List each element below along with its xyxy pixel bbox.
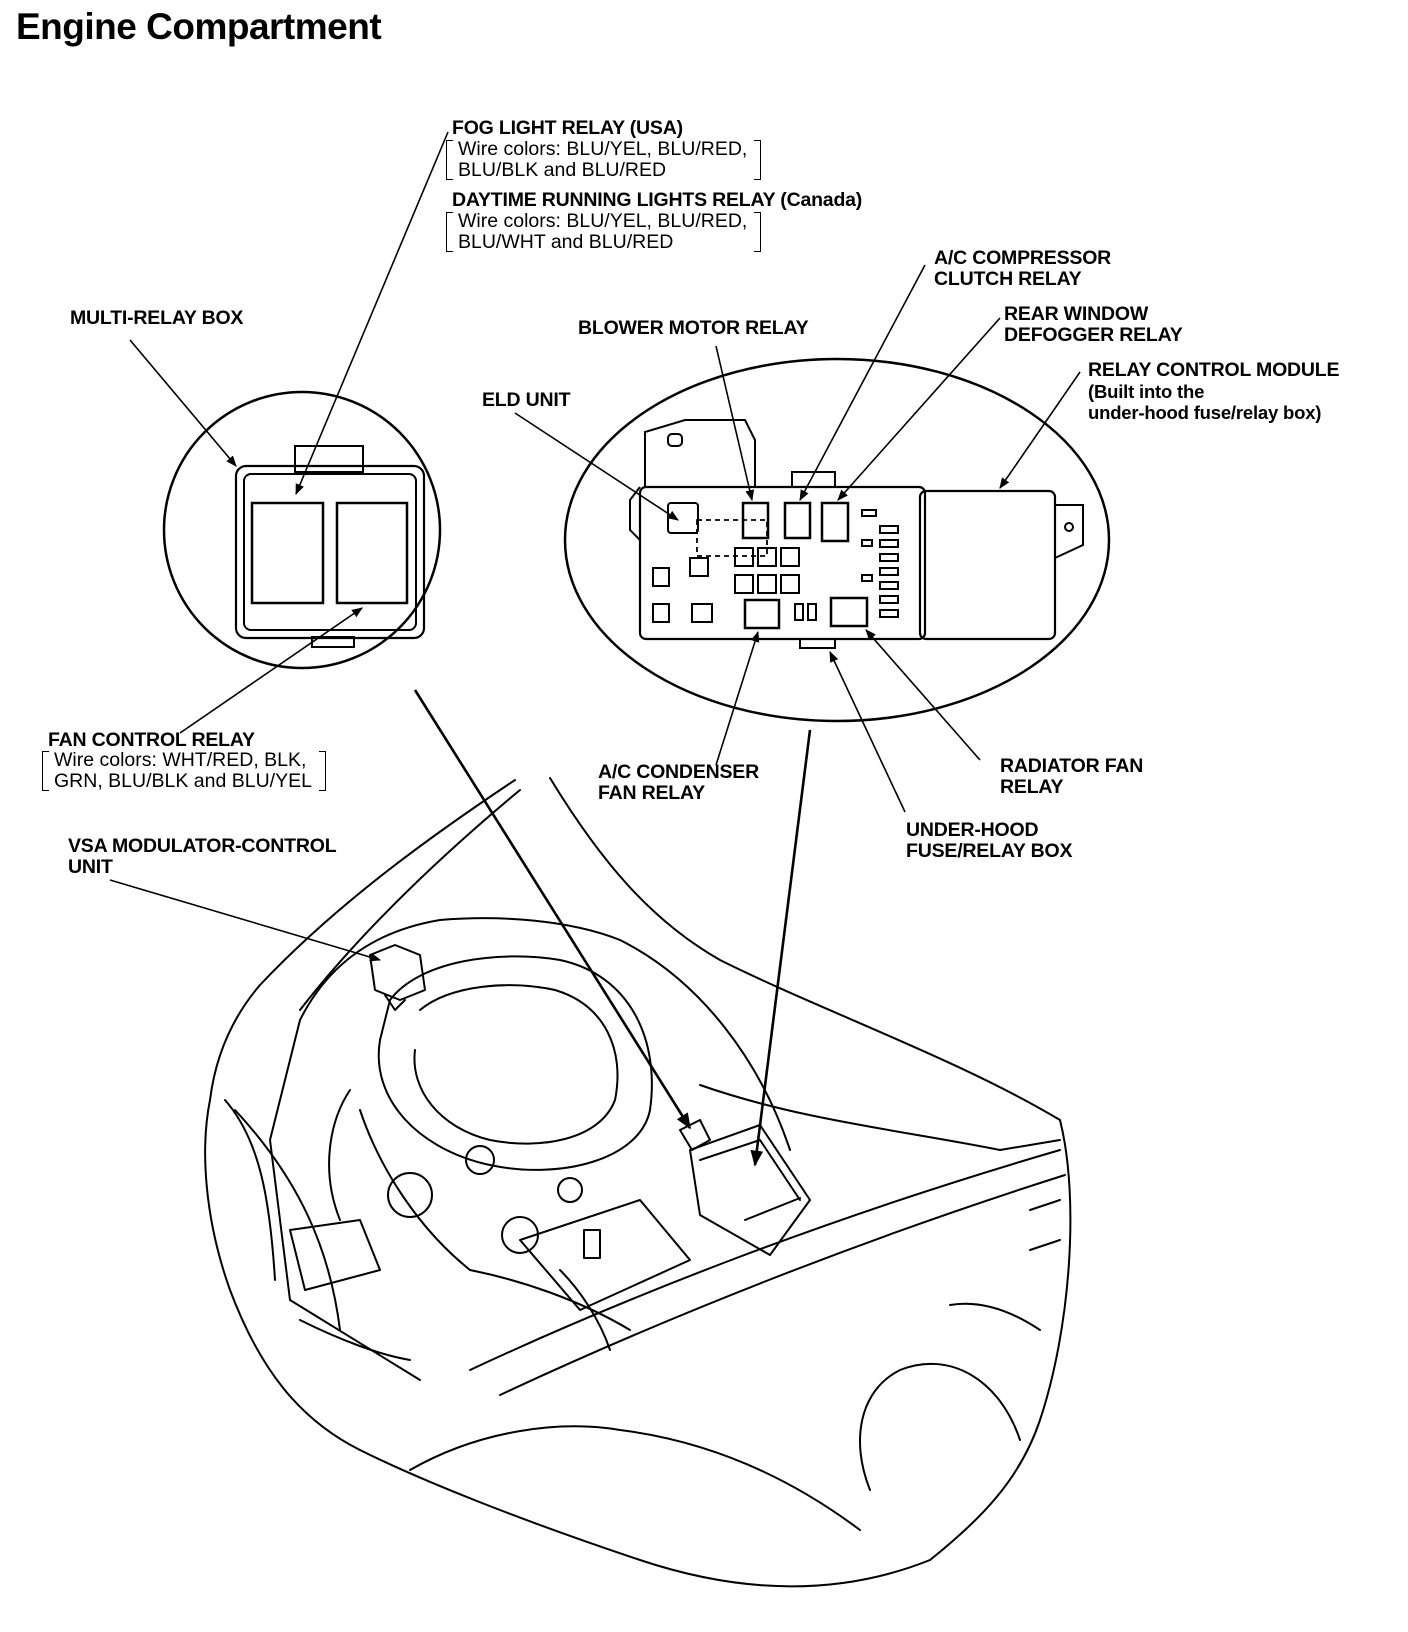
- drl-wire-colors: Wire colors: BLU/YEL, BLU/RED, BLU/WHT a…: [446, 210, 762, 254]
- leader-ac-condenser-relay: [716, 630, 760, 765]
- rear-defogger-relay-shape: [822, 503, 848, 541]
- arrow-multi-relay-location: [415, 690, 690, 1130]
- arrow-underhood-location: [750, 730, 810, 1167]
- label-relay-control-module: RELAY CONTROL MODULE (Built into the und…: [1088, 359, 1340, 424]
- eld-unit-shape: [668, 503, 698, 533]
- ac-compressor-line-2: CLUTCH RELAY: [934, 268, 1082, 290]
- multi-relay-box-inset: [164, 392, 440, 668]
- leader-radiator-fan-relay: [865, 629, 980, 760]
- underhood-line-1: UNDER-HOOD: [906, 819, 1039, 841]
- label-fog-light-relay: FOG LIGHT RELAY (USA): [452, 117, 683, 139]
- label-multi-relay-box: MULTI-RELAY BOX: [70, 307, 244, 329]
- underhood-fuse-box-inset: [565, 359, 1109, 721]
- fog-light-relay-shape: [252, 503, 323, 603]
- ac-condenser-line-2: FAN RELAY: [598, 782, 705, 804]
- underhood-line-2: FUSE/RELAY BOX: [906, 840, 1073, 862]
- label-vsa-modulator-control-unit: VSA MODULATOR-CONTROL UNIT: [68, 835, 337, 878]
- leader-relay-control-module: [1000, 372, 1080, 489]
- label-drl-relay: DAYTIME RUNNING LIGHTS RELAY (Canada): [452, 189, 863, 211]
- label-ac-compressor-clutch-relay: A/C COMPRESSOR CLUTCH RELAY: [934, 248, 1111, 290]
- car-line-art: [205, 778, 1070, 1586]
- leader-multi-relay-box: [130, 340, 237, 467]
- ac-condenser-line-1: A/C CONDENSER: [598, 761, 759, 783]
- label-blower-motor-relay: BLOWER MOTOR RELAY: [578, 317, 809, 339]
- blower-motor-relay-shape: [743, 503, 768, 538]
- leader-blower-motor-relay: [716, 346, 755, 502]
- relay-control-module-shape: [920, 491, 1055, 639]
- radiator-fan-line-2: RELAY: [1000, 776, 1064, 798]
- relay-control-module-line-2: (Built into the: [1088, 381, 1205, 402]
- leader-rear-defogger-relay: [837, 318, 1000, 501]
- vsa-line-2: UNIT: [68, 856, 113, 878]
- label-radiator-fan-relay: RADIATOR FAN RELAY: [1000, 756, 1143, 798]
- label-ac-condenser-fan-relay: A/C CONDENSER FAN RELAY: [598, 762, 759, 804]
- fan-wire-line-1: Wire colors: WHT/RED, BLK,: [54, 749, 307, 771]
- fuse-box-outline: [640, 487, 925, 639]
- fan-wire-line-2: GRN, BLU/BLK and BLU/YEL: [54, 770, 312, 792]
- ac-compressor-relay-shape: [785, 503, 810, 538]
- fog-wire-line-2: BLU/BLK and BLU/RED: [458, 159, 667, 181]
- relay-control-module-line-3: under-hood fuse/relay box): [1088, 402, 1322, 423]
- fan-control-relay-shape: [337, 503, 407, 603]
- multi-relay-inset-circle: [164, 392, 440, 668]
- fog-wire-line-1: Wire colors: BLU/YEL, BLU/RED,: [458, 138, 748, 160]
- fan-control-wire-colors: Wire colors: WHT/RED, BLK, GRN, BLU/BLK …: [42, 749, 326, 793]
- leader-ac-compressor-relay: [800, 265, 925, 501]
- leader-underhood-box: [830, 651, 905, 812]
- rear-defogger-line-1: REAR WINDOW: [1004, 303, 1149, 325]
- radiator-fan-relay-shape: [831, 598, 867, 626]
- label-fan-control-relay: FAN CONTROL RELAY: [48, 729, 255, 751]
- leader-eld-unit: [515, 413, 679, 520]
- drl-wire-line-1: Wire colors: BLU/YEL, BLU/RED,: [458, 210, 748, 232]
- multi-relay-box-outline: [236, 466, 424, 638]
- label-underhood-fuse-relay-box: UNDER-HOOD FUSE/RELAY BOX: [906, 820, 1072, 862]
- ac-compressor-line-1: A/C COMPRESSOR: [934, 247, 1112, 269]
- vsa-line-1: VSA MODULATOR-CONTROL: [68, 835, 337, 857]
- label-eld-unit: ELD UNIT: [482, 389, 571, 411]
- leader-vsa-unit: [110, 880, 382, 962]
- ac-condenser-relay-shape: [745, 600, 779, 628]
- fog-light-wire-colors: Wire colors: BLU/YEL, BLU/RED, BLU/BLK a…: [446, 138, 762, 182]
- leader-fog-light-relay: [296, 132, 448, 496]
- underhood-inset-ellipse: [565, 359, 1109, 721]
- locator-arrows: [415, 690, 810, 1167]
- leader-fan-control-relay: [180, 608, 363, 733]
- radiator-fan-line-1: RADIATOR FAN: [1000, 755, 1144, 777]
- rear-defogger-line-2: DEFOGGER RELAY: [1004, 324, 1183, 346]
- leader-lines: [110, 132, 1080, 962]
- drl-wire-line-2: BLU/WHT and BLU/RED: [458, 231, 674, 253]
- relay-control-module-line-1: RELAY CONTROL MODULE: [1088, 359, 1340, 381]
- page-title: Engine Compartment: [16, 6, 382, 47]
- label-rear-window-defogger-relay: REAR WINDOW DEFOGGER RELAY: [1004, 304, 1183, 346]
